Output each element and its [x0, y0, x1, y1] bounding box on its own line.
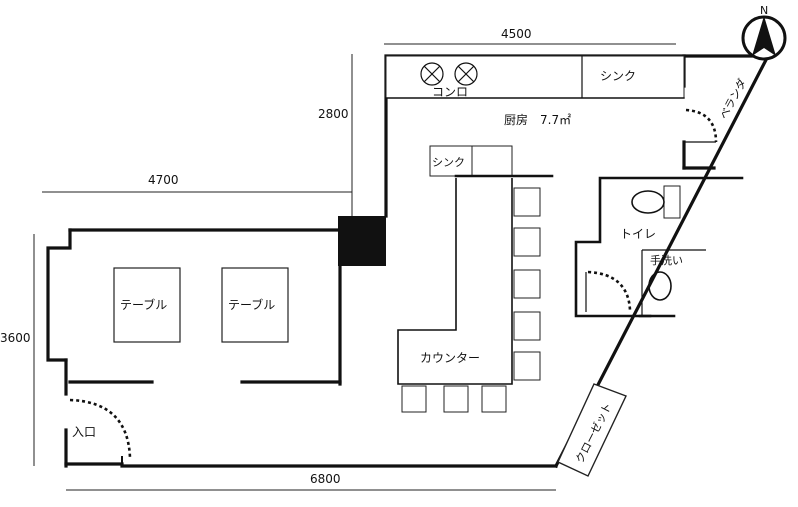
- stool: [513, 227, 541, 257]
- closet-area: [557, 383, 627, 477]
- dimension-lines: [33, 43, 676, 491]
- kitchen-counter-back: [385, 55, 685, 99]
- structural-column: [338, 216, 386, 266]
- table-1: [113, 267, 181, 343]
- stool: [513, 269, 541, 299]
- stove-burner-icon: [420, 62, 444, 86]
- dim-total-width: 6800: [310, 472, 341, 486]
- stove-label: コンロ: [432, 85, 468, 99]
- counter-sink-label: シンク: [432, 156, 465, 169]
- compass-icon: [741, 15, 787, 61]
- table-2-label: テーブル: [228, 297, 275, 312]
- compass-north-label: N: [760, 4, 768, 17]
- stool: [443, 385, 469, 413]
- washroom-label: 手洗い: [650, 253, 683, 267]
- kitchen-area: [385, 55, 685, 99]
- stool: [481, 385, 507, 413]
- counter-label: カウンター: [420, 351, 480, 365]
- stool: [513, 311, 541, 341]
- wash-basin-icon: [648, 271, 672, 301]
- stool: [401, 385, 427, 413]
- toilet-area: [574, 176, 744, 318]
- dim-kitchen-depth: 2800: [318, 107, 349, 121]
- dim-dining-width: 4700: [148, 173, 179, 187]
- counter-area: [397, 145, 554, 413]
- stool: [513, 187, 541, 217]
- dim-kitchen-width: 4500: [501, 27, 532, 41]
- table-2: [221, 267, 289, 343]
- toilet-door-swing: [587, 270, 632, 311]
- stool: [513, 351, 541, 381]
- stove-burner-icon: [454, 62, 478, 86]
- toilet-icon: [631, 190, 665, 214]
- counter-sink: [429, 145, 473, 177]
- toilet-tank: [663, 185, 681, 219]
- kitchen-label: 厨房 7.7㎡: [504, 112, 571, 127]
- veranda-door-swing: [685, 108, 718, 143]
- dim-dining-depth: 3600: [0, 331, 31, 345]
- toilet-label: トイレ: [620, 227, 656, 241]
- table-1-label: テーブル: [120, 297, 167, 312]
- entrance-label: 入口: [72, 425, 96, 439]
- kitchen-sink-label: シンク: [600, 69, 636, 83]
